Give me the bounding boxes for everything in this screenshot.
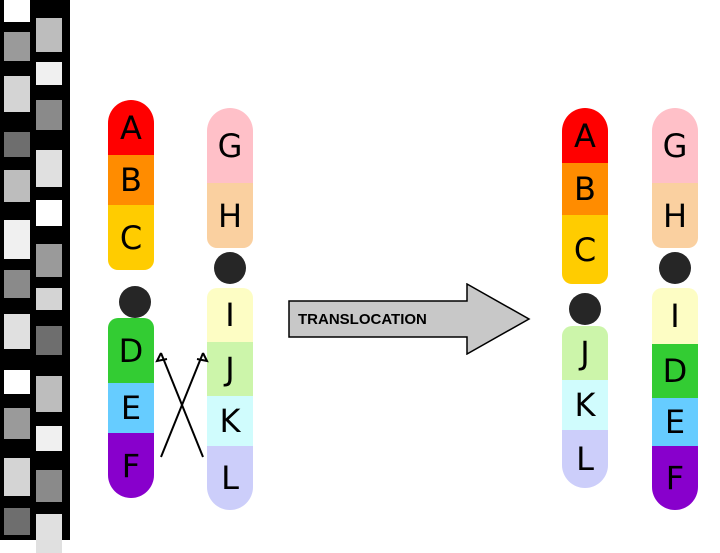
strip-block xyxy=(36,100,62,130)
strip-block xyxy=(4,76,30,112)
exchange-cross-lines xyxy=(155,352,209,458)
gene-segment-g: G xyxy=(652,108,698,183)
strip-block xyxy=(36,62,62,85)
gene-label: I xyxy=(670,297,680,335)
centromere xyxy=(214,252,246,284)
gene-label: J xyxy=(225,350,235,388)
gene-label: F xyxy=(665,459,685,497)
gene-segment-i: I xyxy=(207,288,253,342)
strip-block xyxy=(4,220,30,259)
gene-label: L xyxy=(221,459,239,497)
centromere xyxy=(569,293,601,325)
strip-block xyxy=(36,426,62,451)
gene-label: E xyxy=(120,389,142,427)
strip-block xyxy=(36,376,62,412)
strip-block xyxy=(4,508,30,535)
gene-label: B xyxy=(120,161,142,199)
strip-block xyxy=(4,270,30,298)
gene-label: G xyxy=(217,126,243,165)
chromosome-1-upper-arm: A B C xyxy=(108,100,154,270)
centromere xyxy=(119,286,151,318)
strip-block xyxy=(4,370,30,394)
gene-label: H xyxy=(662,196,688,235)
chromosome-2-lower-arm: I J K L xyxy=(207,288,253,510)
strip-block xyxy=(36,244,62,277)
gene-segment-e: E xyxy=(108,383,154,433)
gene-label: B xyxy=(574,170,596,208)
gene-label: K xyxy=(219,402,241,440)
gene-label: I xyxy=(225,296,235,334)
strip-block xyxy=(4,458,30,496)
gene-segment-j: J xyxy=(562,326,608,380)
arrow-label: TRANSLOCATION xyxy=(298,311,427,328)
gene-label: L xyxy=(576,440,594,478)
gene-label: D xyxy=(662,352,688,390)
gene-label: J xyxy=(580,334,590,372)
strip-block xyxy=(4,170,30,202)
gene-segment-b: B xyxy=(108,155,154,205)
strip-block xyxy=(36,470,62,502)
gene-segment-j: J xyxy=(207,342,253,396)
gene-segment-l: L xyxy=(562,430,608,488)
gene-segment-a: A xyxy=(562,108,608,163)
gene-segment-e: E xyxy=(652,398,698,446)
gene-label: H xyxy=(217,196,243,235)
gene-segment-b: B xyxy=(562,163,608,215)
translocation-arrow-icon xyxy=(288,283,531,355)
gene-label: A xyxy=(120,108,142,147)
gene-segment-a: A xyxy=(108,100,154,155)
derivative-chromosome-2-lower-arm: I D E F xyxy=(652,288,698,510)
derivative-chromosome-1-upper-arm: A B C xyxy=(562,108,608,284)
gene-segment-f: F xyxy=(108,433,154,498)
decorative-striped-bar xyxy=(0,0,70,553)
gene-label: C xyxy=(573,230,597,269)
gene-label: C xyxy=(119,218,143,257)
strip-block xyxy=(4,132,30,157)
strip-block xyxy=(36,200,62,226)
gene-segment-d: D xyxy=(652,344,698,398)
gene-segment-l: L xyxy=(207,446,253,510)
centromere xyxy=(659,252,691,284)
strip-block xyxy=(4,314,30,349)
gene-segment-k: K xyxy=(562,380,608,430)
gene-segment-k: K xyxy=(207,396,253,446)
strip-block xyxy=(4,0,30,22)
chromosome-1-lower-arm: D E F xyxy=(108,318,154,498)
gene-label: F xyxy=(121,446,141,485)
gene-segment-i: I xyxy=(652,288,698,344)
gene-segment-f: F xyxy=(652,446,698,510)
strip-block xyxy=(36,18,62,52)
gene-label: D xyxy=(118,331,144,370)
strip-block xyxy=(36,326,62,355)
gene-label: E xyxy=(664,403,686,441)
strip-block xyxy=(4,408,30,439)
derivative-chromosome-2-upper-arm: G H xyxy=(652,108,698,248)
gene-segment-h: H xyxy=(207,183,253,248)
strip-block xyxy=(4,32,30,61)
gene-label: G xyxy=(662,126,688,165)
gene-label: A xyxy=(574,116,596,155)
gene-segment-c: C xyxy=(108,205,154,270)
gene-segment-d: D xyxy=(108,318,154,383)
gene-segment-c: C xyxy=(562,215,608,284)
strip-block xyxy=(36,514,62,553)
strip-block xyxy=(36,150,62,187)
derivative-chromosome-1-lower-arm: J K L xyxy=(562,326,608,488)
gene-label: K xyxy=(574,386,596,424)
gene-segment-h: H xyxy=(652,183,698,248)
chromosome-2-upper-arm: G H xyxy=(207,108,253,248)
strip-block xyxy=(36,288,62,310)
gene-segment-g: G xyxy=(207,108,253,183)
